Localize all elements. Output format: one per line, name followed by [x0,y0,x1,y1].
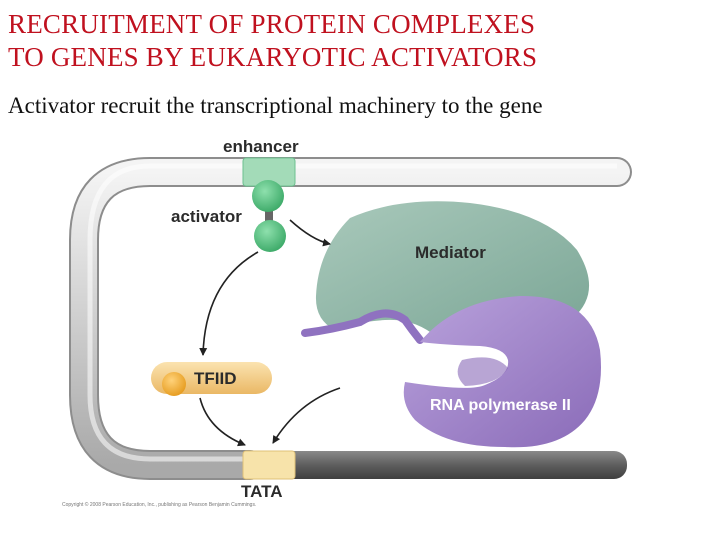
mediator-complex [315,201,590,341]
slide-title: RECRUITMENT OF PROTEIN COMPLEXES TO GENE… [8,8,708,74]
copyright-notice: Copyright © 2008 Pearson Education, Inc.… [62,501,256,508]
mediator-label: Mediator [415,243,486,262]
arrow-to-mediator [289,219,331,247]
rna-polymerase-ii [403,295,601,448]
tata-label: TATA [241,482,283,501]
tfiid-label: TFIID [194,369,237,388]
activator-protein [252,180,286,252]
slide-subtitle: Activator recruit the transcriptional ma… [8,93,543,118]
tata-box [242,450,296,480]
arrow-pol-to-tata [272,387,341,444]
mediator-tail [301,309,424,344]
gene-body [280,451,627,479]
arrow-to-tfiid [199,251,259,356]
title-line-2: TO GENES BY EUKARYOTIC ACTIVATORS [8,42,538,72]
arrow-tfiid-to-tata [199,397,246,447]
title-line-1: RECRUITMENT OF PROTEIN COMPLEXES [8,9,536,39]
enhancer-label: enhancer [223,137,299,156]
tfiid-complex [151,362,272,396]
activator-label: activator [171,207,242,226]
recruitment-arrows [199,219,341,447]
rna-polymerase-label: RNA polymerase II [430,397,571,414]
